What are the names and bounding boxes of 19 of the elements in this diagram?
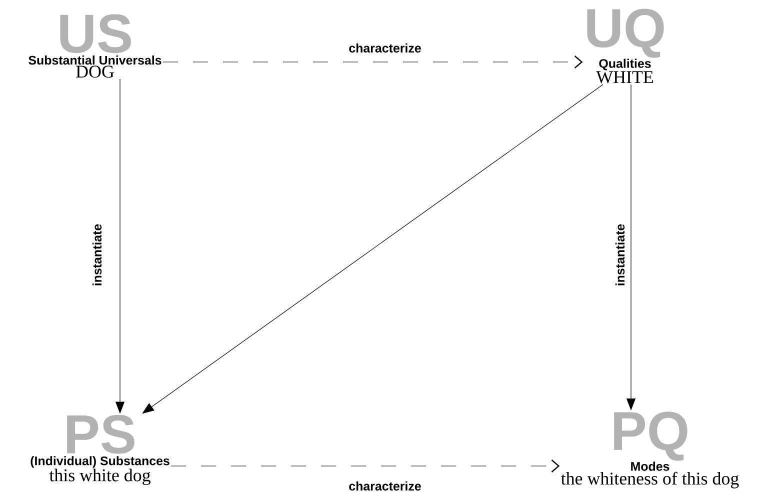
concept-heading: (Individual) Substances xyxy=(30,456,170,468)
example-text: WHITE xyxy=(596,71,653,84)
arrow xyxy=(162,56,583,68)
concept-heading: Qualities xyxy=(599,58,651,70)
arrow xyxy=(142,84,604,414)
arrow xyxy=(170,460,560,472)
concept-heading: Modes xyxy=(631,462,670,471)
example-text: DOG xyxy=(76,66,114,78)
edge-label: instantiate xyxy=(614,222,626,288)
edge-label: characterize xyxy=(348,42,422,54)
edge-label: instantiate xyxy=(91,222,103,288)
initials: PS xyxy=(67,414,134,454)
edge-label: characterize xyxy=(348,480,422,492)
concept-heading: Substantial Universals xyxy=(28,56,162,65)
initials: UQ xyxy=(587,8,664,58)
example-text: this white dog xyxy=(49,468,150,486)
initials: PQ xyxy=(614,412,688,461)
initials: US xyxy=(60,14,131,54)
example-text: the whiteness of this dog xyxy=(561,472,739,488)
